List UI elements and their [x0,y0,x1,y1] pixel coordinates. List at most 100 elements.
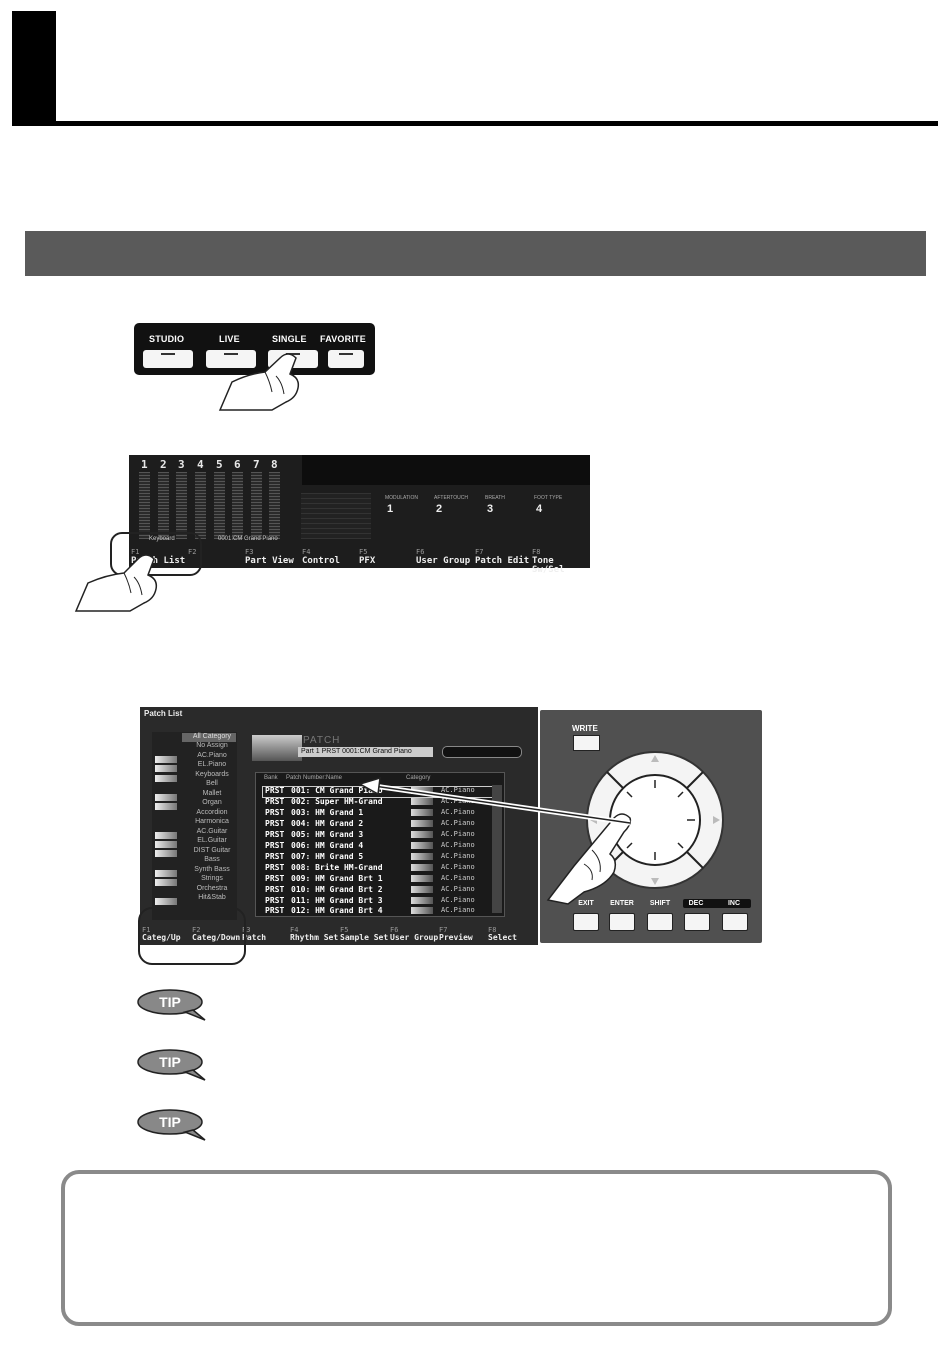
channel-number: 5 [216,458,223,471]
modulation-label: MODULATION [385,495,418,501]
dec-button[interactable] [684,913,710,931]
piano-image [252,735,302,761]
level-meter [158,472,169,539]
category-item[interactable]: Bass [204,856,220,863]
category-item[interactable]: Hit&Stab [198,894,226,901]
parameter-list [301,493,371,539]
part-view-screen: 1 2 3 4 5 6 7 8 MODULATION AFTERTOUCH BR… [129,455,590,575]
chapter-header-block [12,11,56,125]
param-value: 1 [387,503,394,515]
tip-text: TIP [159,1114,181,1130]
category-item[interactable]: Synth Bass [194,866,230,873]
channel-number: 1 [141,458,148,471]
category-list[interactable]: All Category No Assign AC.Piano EL.Piano… [152,732,237,920]
category-item[interactable]: Orchestra [196,885,228,892]
turning-hand-icon [546,813,632,905]
category-item[interactable]: Harmonica [195,818,229,825]
breath-label: BREATH [485,495,505,501]
channel-number: 3 [178,458,185,471]
shift-button[interactable] [647,913,673,931]
param-value: 2 [436,503,443,515]
category-item[interactable]: DIST Guitar [193,847,231,854]
screen-title: Patch List [144,709,183,718]
category-item[interactable]: Organ [202,799,222,806]
scrollbar[interactable] [492,785,502,913]
f2-key[interactable]: F2 [188,548,197,556]
tip-text: TIP [159,994,181,1010]
category-item[interactable]: EL.Guitar [197,837,227,844]
highlight-circle [110,532,202,576]
channel-number: 4 [197,458,204,471]
studio-label: STUDIO [149,334,185,344]
inc-button[interactable] [722,913,748,931]
highlight-circle [138,907,246,965]
enter-button[interactable] [609,913,635,931]
level-meter [139,472,150,539]
info-box [61,1170,892,1326]
tip-icon: TIP [137,989,206,1021]
search-field[interactable] [442,746,522,758]
level-meter [195,472,206,539]
shift-label: SHIFT [649,900,671,907]
column-header: Bank [264,775,278,781]
pressing-hand-icon [74,554,158,612]
value-dial[interactable] [585,750,725,890]
patch-list-screen: Patch List PATCH Part 1 PRST 0001:CM Gra… [140,707,538,945]
category-item[interactable]: Strings [201,875,223,882]
mode-button-panel: STUDIO LIVE SINGLE FAVORITE [134,323,375,375]
channel-number: 7 [253,458,260,471]
tip-icon: TIP [137,1049,206,1081]
tip-icon: TIP [137,1109,206,1141]
patch-label: 0001:CM Grand Piano [218,536,278,542]
column-header: Patch Number:Name [286,775,343,781]
arrow-icon [358,776,631,826]
category-item[interactable]: EL.Piano [197,761,227,768]
category-item[interactable]: All Category [192,733,232,740]
category-item[interactable]: AC.Guitar [196,828,228,835]
live-label: LIVE [219,334,240,344]
channel-number: 2 [160,458,167,471]
category-item[interactable]: No Assign [196,742,228,749]
category-item[interactable]: AC.Piano [197,752,227,759]
category-item[interactable]: Accordion [196,809,228,816]
write-button[interactable] [573,735,600,751]
live-button[interactable] [206,350,256,368]
enter-label: ENTER [610,900,634,907]
studio-button[interactable] [143,350,193,368]
favorite-button[interactable] [328,350,364,368]
favorite-label: FAVORITE [320,334,366,344]
keyboard-label: Keyboard [149,536,175,542]
category-item[interactable]: Mallet [202,790,222,797]
category-item[interactable]: Bell [206,780,218,787]
exit-button[interactable] [573,913,599,931]
chapter-header-rule [12,121,938,126]
category-item[interactable]: Keyboards [195,771,229,778]
